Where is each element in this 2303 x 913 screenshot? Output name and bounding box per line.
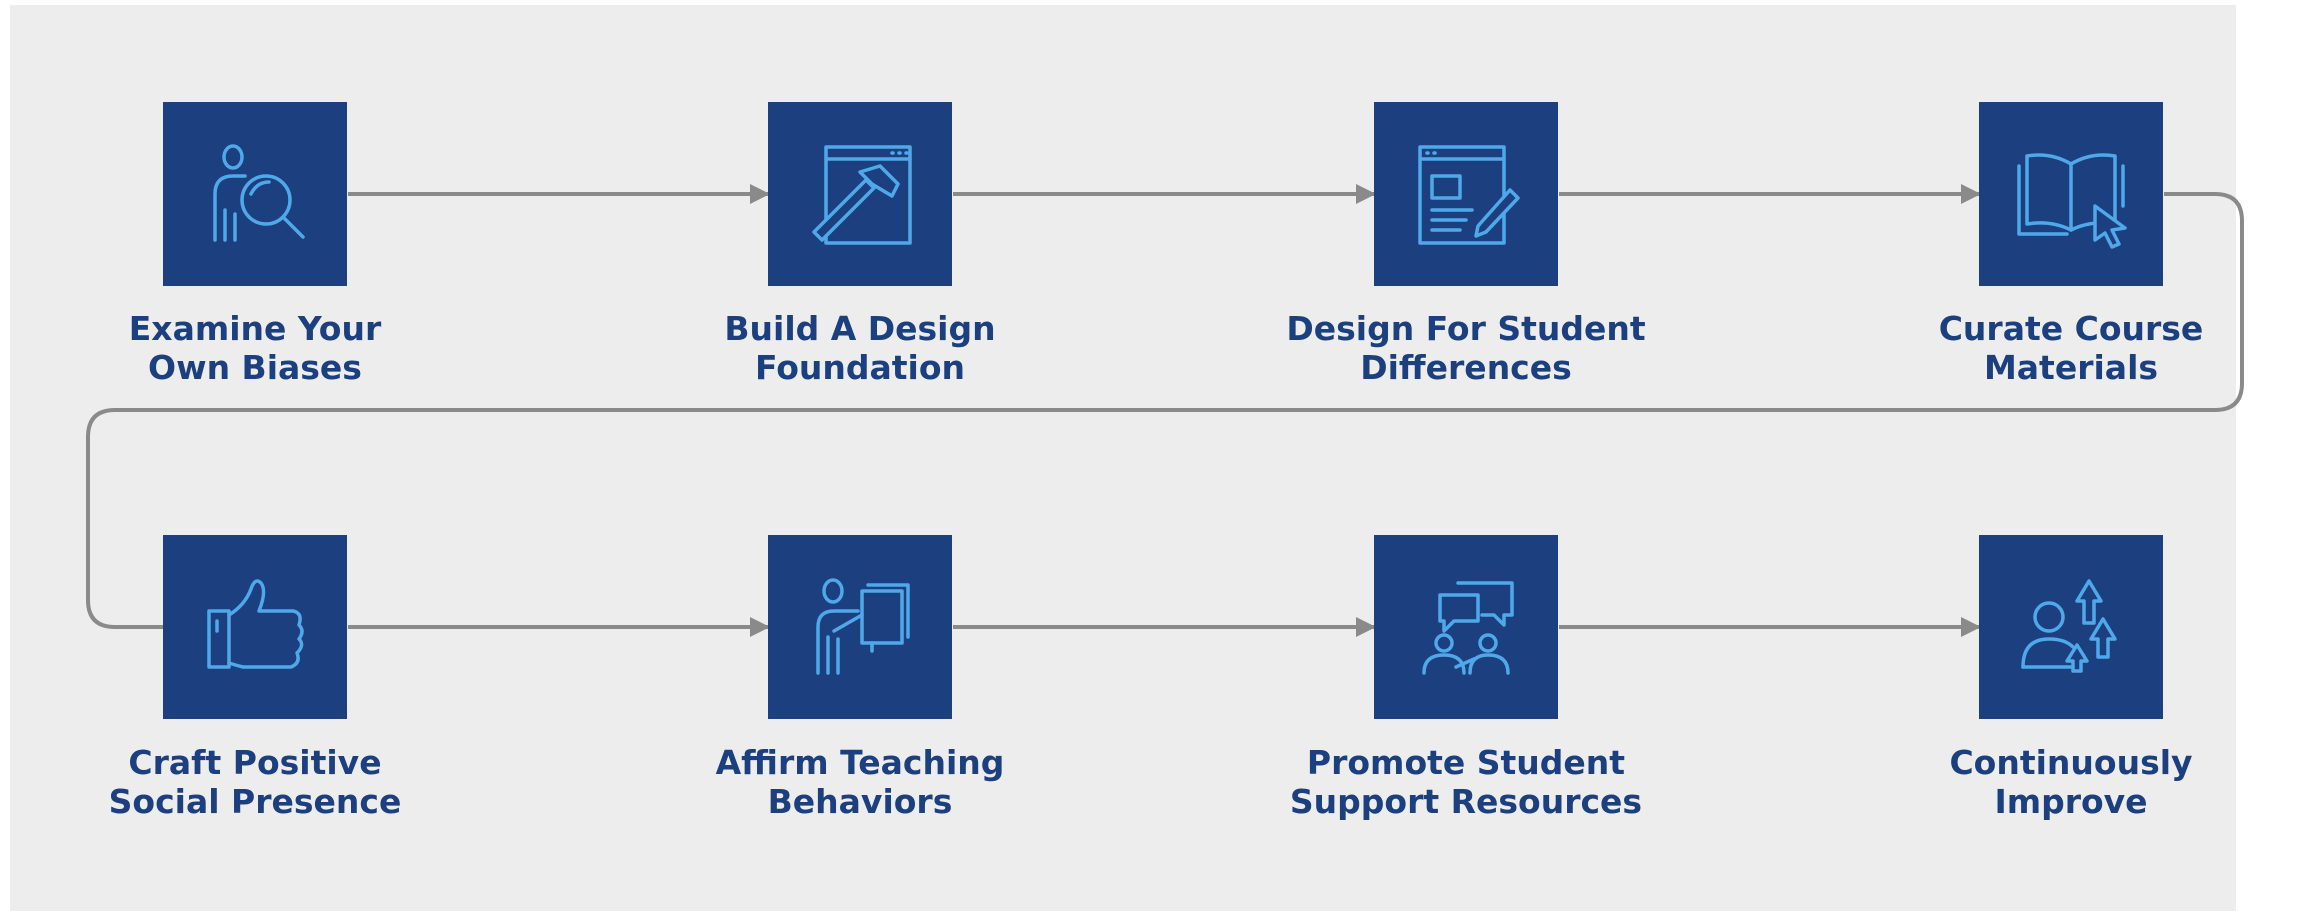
step-5-tile (163, 535, 347, 719)
step-4-tile (1979, 102, 2163, 286)
step-3-tile (1374, 102, 1558, 286)
wrap-connector-step4-to-step5 (86, 192, 2244, 629)
step-7-tile (1374, 535, 1558, 719)
book-cursor-icon (2017, 153, 2127, 249)
step-2-tile (768, 102, 952, 286)
step-1-tile (163, 102, 347, 286)
hammer-window-icon (812, 145, 912, 245)
step-8-tile (1979, 535, 2163, 719)
diagram-background (10, 5, 2236, 911)
document-edit-icon (1418, 145, 1520, 245)
thumbs-up-icon (207, 579, 304, 669)
people-chat-icon (1422, 581, 1514, 675)
presenter-board-icon (816, 578, 910, 675)
person-search-icon (213, 144, 305, 242)
step-6-tile (768, 535, 952, 719)
person-growth-arrows-icon (2021, 579, 2117, 673)
